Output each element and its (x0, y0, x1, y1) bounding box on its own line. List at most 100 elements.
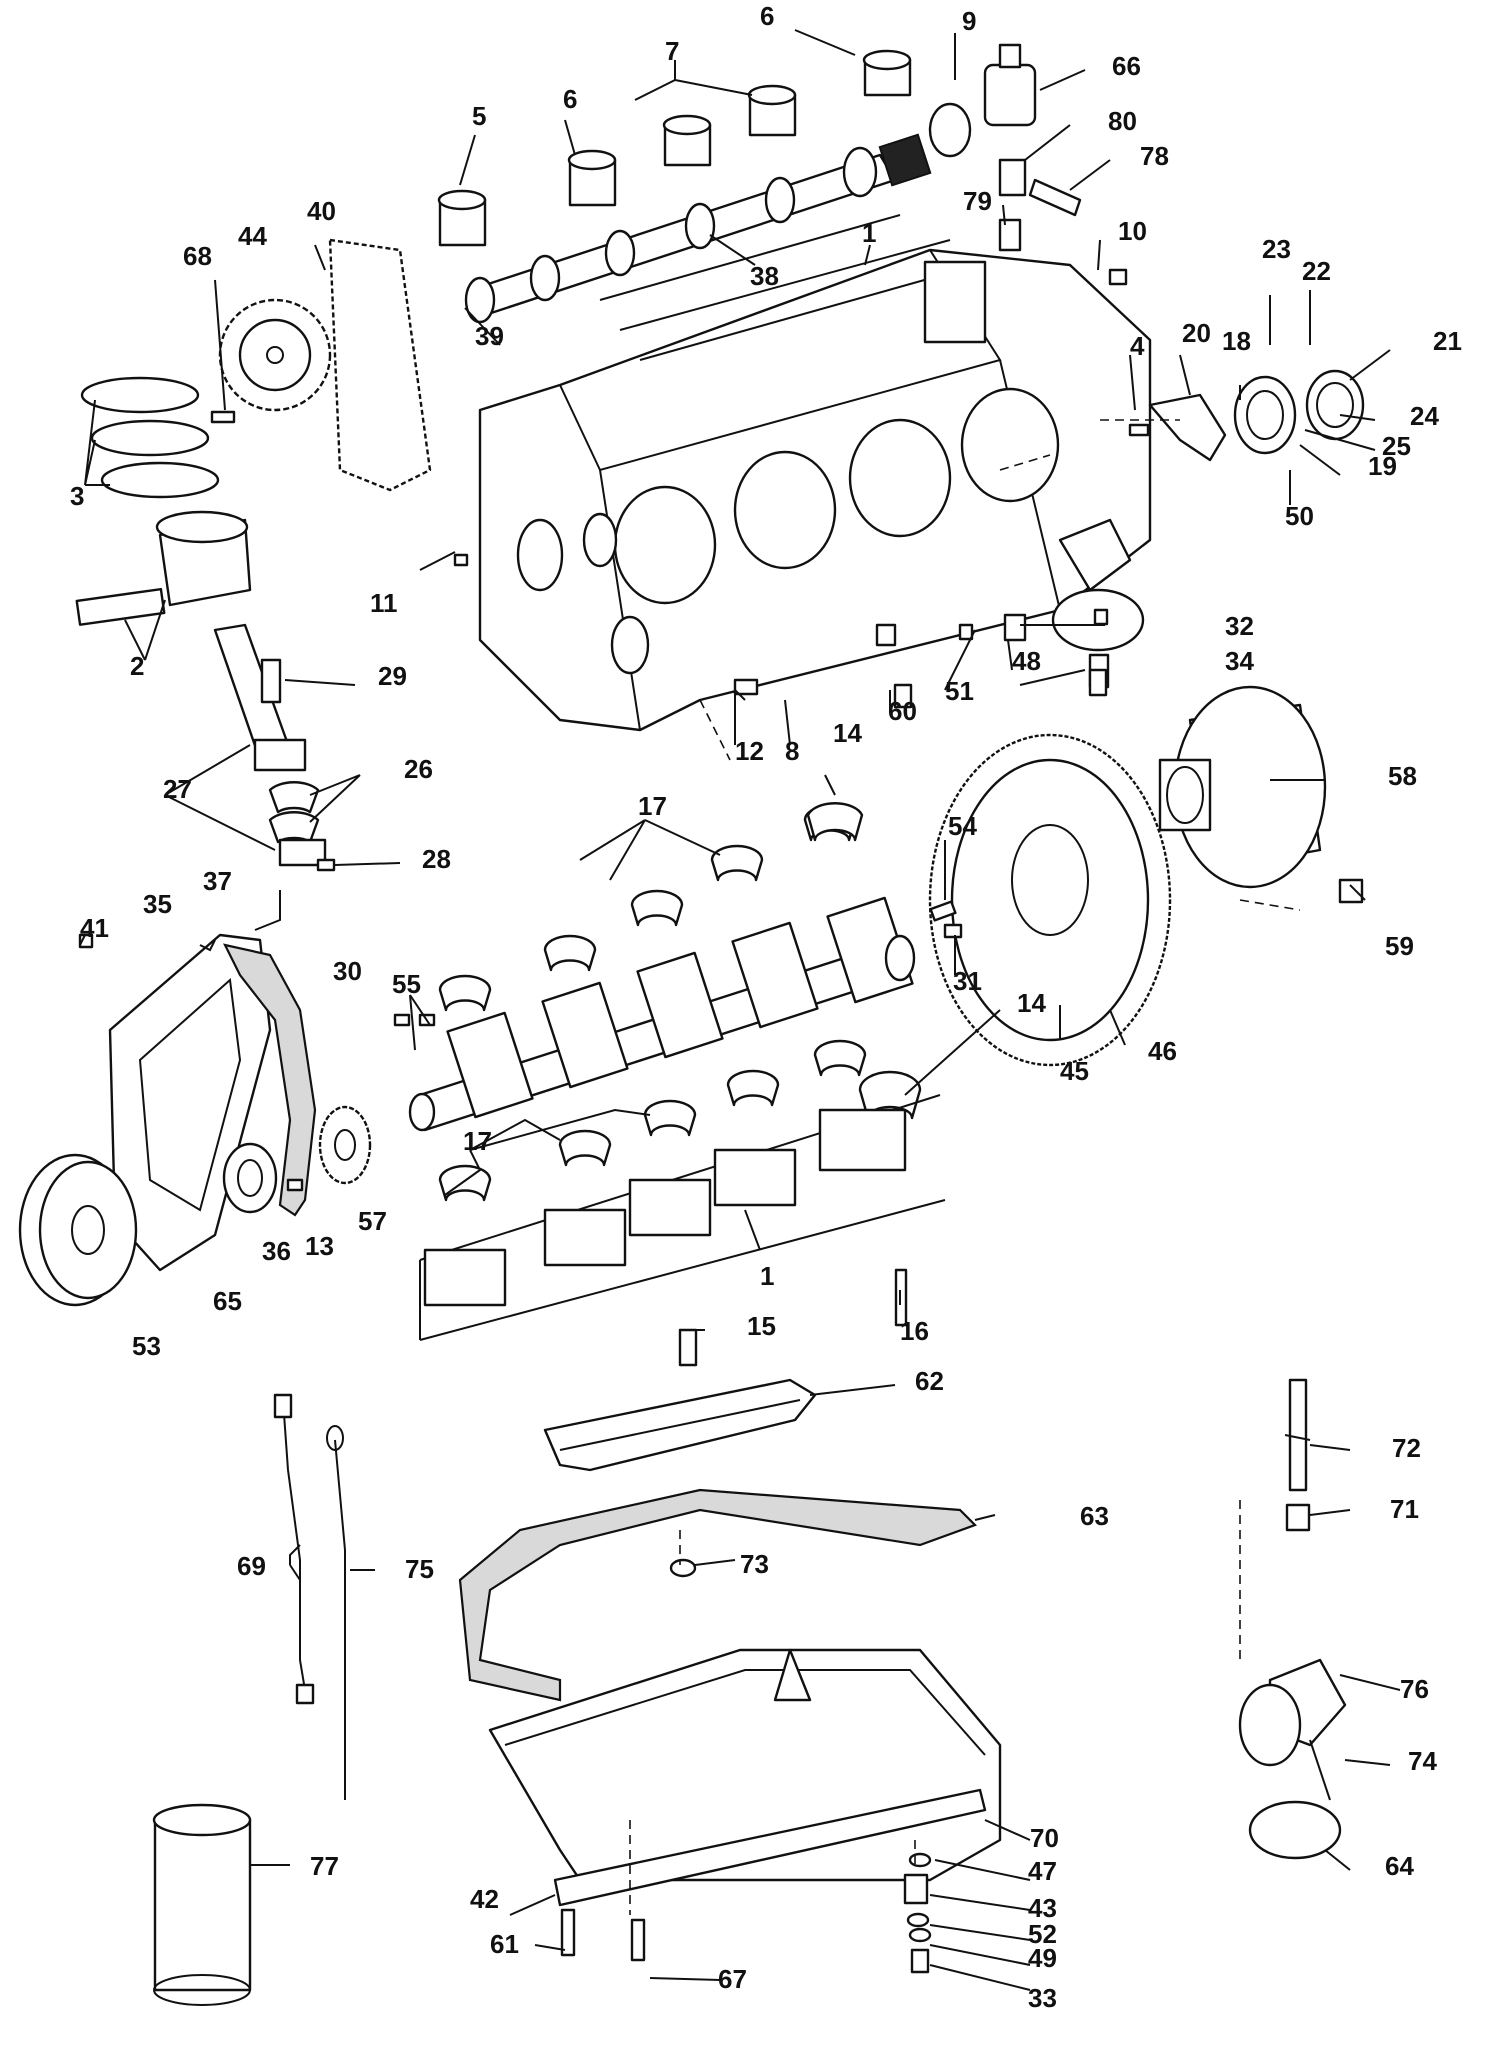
callout-77: 77 (310, 1851, 339, 1881)
callout-41: 41 (80, 913, 109, 943)
callout-18: 18 (1222, 326, 1251, 356)
callout-39: 39 (475, 321, 504, 351)
callout-14: 14 (833, 718, 862, 748)
callout-26: 26 (404, 754, 433, 784)
callout-27: 27 (163, 774, 192, 804)
callout-38: 38 (750, 261, 779, 291)
callout-75: 75 (405, 1554, 434, 1584)
callout-73: 73 (740, 1549, 769, 1579)
callout-23: 23 (1262, 234, 1291, 264)
callout-63: 63 (1080, 1501, 1109, 1531)
callout-16: 16 (900, 1316, 929, 1346)
drain-plug-stack (903, 1852, 932, 1974)
engine-block (478, 214, 1152, 732)
callout-48: 48 (1012, 646, 1041, 676)
callout-79: 79 (963, 186, 992, 216)
callout-12: 12 (735, 736, 764, 766)
cam-bearings (437, 49, 972, 247)
callout-1: 1 (862, 218, 876, 248)
drive-coupler (1158, 685, 1327, 889)
callout-78: 78 (1140, 141, 1169, 171)
callout-50: 50 (1285, 501, 1314, 531)
callout-1: 1 (760, 1261, 774, 1291)
oil-filter (152, 1803, 252, 2006)
callout-68: 68 (183, 241, 212, 271)
callout-32: 32 (1225, 611, 1254, 641)
callout-52: 52 (1028, 1919, 1057, 1949)
oil-pressure-sender (983, 43, 1082, 252)
callout-6: 6 (760, 1, 774, 31)
callout-42: 42 (470, 1884, 499, 1914)
callout-59: 59 (1385, 931, 1414, 961)
main-bearing-caps (419, 1039, 946, 1341)
windage-tray (543, 1378, 817, 1472)
callout-13: 13 (305, 1231, 334, 1261)
callout-70: 70 (1030, 1823, 1059, 1853)
callout-46: 46 (1148, 1036, 1177, 1066)
callout-2: 2 (130, 651, 144, 681)
callout-66: 66 (1112, 51, 1141, 81)
callout-76: 76 (1400, 1674, 1429, 1704)
callout-45: 45 (1060, 1056, 1089, 1086)
callout-25: 25 (1382, 431, 1411, 461)
callout-7: 7 (665, 36, 679, 66)
callout-49: 49 (1028, 1943, 1057, 1973)
small-fasteners (78, 268, 1364, 1367)
callout-9: 9 (962, 6, 976, 36)
callout-22: 22 (1302, 256, 1331, 286)
crankshaft (408, 896, 916, 1132)
callout-62: 62 (915, 1366, 944, 1396)
callout-4: 4 (1130, 331, 1145, 361)
rear-seal-housing (1148, 369, 1365, 462)
callout-20: 20 (1182, 318, 1211, 348)
oil-pan-gasket (458, 1488, 977, 1702)
callout-35: 35 (143, 889, 172, 919)
callout-37: 37 (203, 866, 232, 896)
callout-33: 33 (1028, 1983, 1057, 2013)
piston-assembly (75, 376, 252, 626)
oil-pan-rail (553, 1788, 987, 1907)
callout-34: 34 (1225, 646, 1254, 676)
connecting-rod-assembly (213, 623, 336, 872)
callout-30: 30 (333, 956, 362, 986)
callout-51: 51 (945, 676, 974, 706)
callout-57: 57 (358, 1206, 387, 1236)
callout-31: 31 (953, 966, 982, 996)
callout-14: 14 (1017, 988, 1046, 1018)
callout-28: 28 (422, 844, 451, 874)
callout-17: 17 (463, 1126, 492, 1156)
leader-lines (79, 29, 1401, 1991)
callout-71: 71 (1390, 1494, 1419, 1524)
callout-29: 29 (378, 661, 407, 691)
pan-bolts (560, 1558, 697, 1962)
callout-47: 47 (1028, 1856, 1057, 1886)
assembly-lines (629, 419, 1301, 1915)
callout-40: 40 (307, 196, 336, 226)
callout-64: 64 (1385, 1851, 1414, 1881)
callout-6: 6 (563, 84, 577, 114)
callout-54: 54 (948, 811, 977, 841)
callout-17: 17 (638, 791, 667, 821)
callout-5: 5 (472, 101, 486, 131)
callout-21: 21 (1433, 326, 1462, 356)
dipsticks (273, 1393, 346, 1800)
callout-55: 55 (392, 969, 421, 999)
callout-65: 65 (213, 1286, 242, 1316)
callout-53: 53 (132, 1331, 161, 1361)
callout-61: 61 (490, 1929, 519, 1959)
callout-72: 72 (1392, 1433, 1421, 1463)
callout-3: 3 (70, 481, 84, 511)
callout-43: 43 (1028, 1893, 1057, 1923)
oil-pump-group (1238, 1378, 1347, 1860)
callout-44: 44 (238, 221, 267, 251)
callout-10: 10 (1118, 216, 1147, 246)
callout-80: 80 (1108, 106, 1137, 136)
callout-74: 74 (1408, 1746, 1437, 1776)
callout-58: 58 (1388, 761, 1417, 791)
callout-11: 11 (370, 588, 398, 618)
callout-24: 24 (1410, 401, 1439, 431)
timing-cover-group (18, 933, 372, 1307)
